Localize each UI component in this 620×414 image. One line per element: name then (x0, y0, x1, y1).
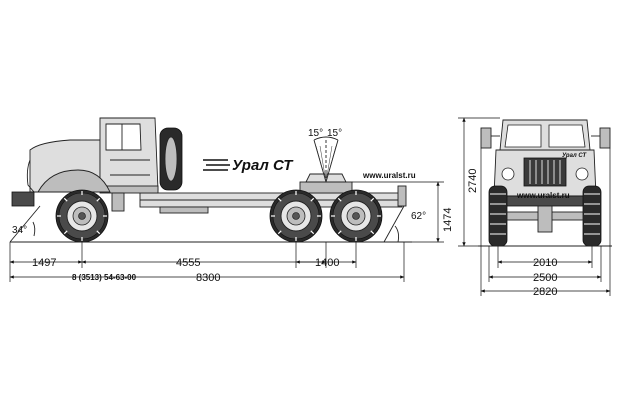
front-tire-right (582, 185, 602, 247)
fifth-wheel-height-dimension: 1474 (352, 181, 454, 243)
website-front: www.uralst.ru (516, 191, 570, 200)
front-view: Урал СТ www.uralst.ru 2740 (458, 117, 612, 298)
cab-and-hood (11, 117, 183, 212)
width-mirrors-label: 2820 (533, 286, 557, 298)
approach-angle-label: 34° (12, 225, 27, 236)
website-side: www.uralst.ru (362, 171, 416, 180)
width-dimensions: 2010 2500 2820 (480, 148, 611, 298)
departure-angle: 62° (383, 205, 426, 243)
brand-name: Урал СТ (232, 157, 294, 174)
fifth-wheel-angle-left: 15° (308, 128, 323, 139)
width-tires-label: 2500 (533, 272, 557, 284)
wheel-front (55, 189, 109, 243)
wheel-rear-1 (269, 189, 323, 243)
fifth-wheel-angle-right: 15° (327, 128, 342, 139)
overall-length-label: 8300 (196, 272, 220, 284)
length-dimensions: 1497 4555 1400 8 (3513) 54-63-00 8300 (9, 242, 405, 284)
approach-angle: 34° (9, 205, 41, 243)
front-tire-left (488, 185, 508, 247)
overhang-front-label: 1497 (32, 257, 56, 269)
model-code: 8 (3513) 54-63-00 (72, 273, 137, 282)
fifth-wheel-coupling: 15° 15° (299, 128, 353, 194)
rear-axle-spacing-label: 1400 (315, 257, 339, 269)
side-view: 15° 15° Урал СТ www.uralst.ru (9, 117, 454, 284)
overall-height-label: 2740 (467, 169, 479, 193)
wheelbase-label: 4555 (176, 257, 200, 269)
front-brand: Урал СТ (562, 153, 587, 159)
brand-logo: Урал СТ (203, 157, 294, 174)
track-label: 2010 (533, 257, 557, 269)
wheel-rear-2 (329, 189, 383, 243)
overall-height-dimension: 2740 (458, 117, 500, 247)
departure-angle-label: 62° (411, 211, 426, 222)
fifth-wheel-height-label: 1474 (442, 208, 454, 232)
